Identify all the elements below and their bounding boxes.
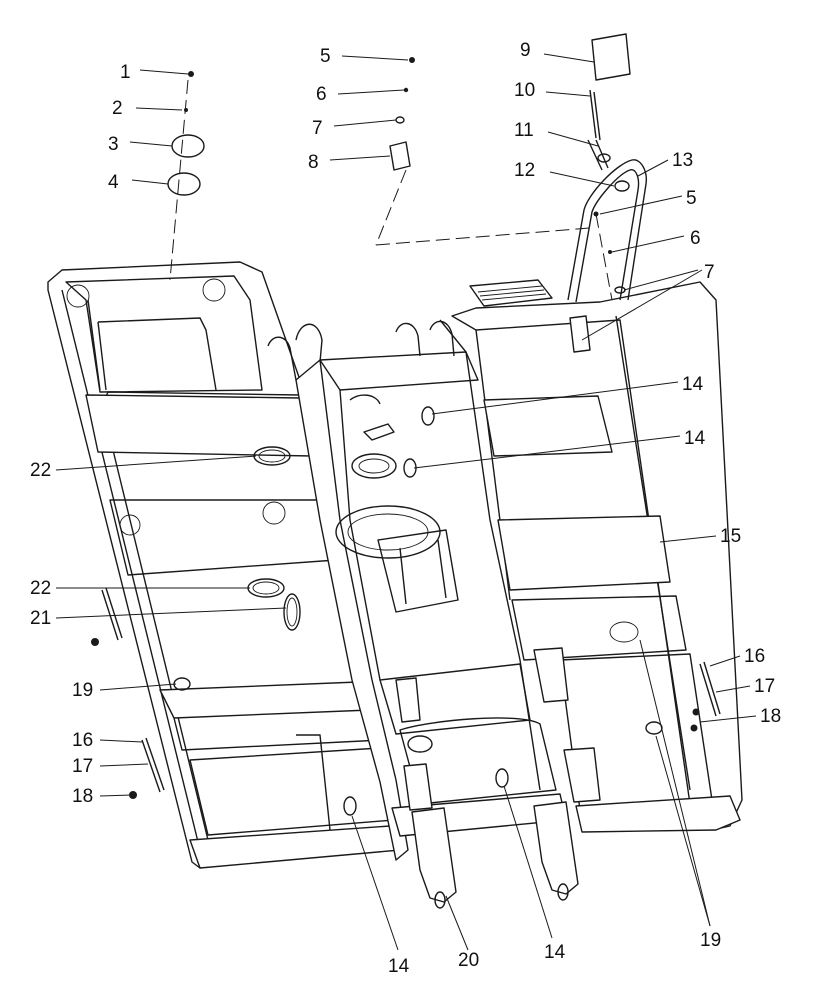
callout-7: 7 [704,262,715,283]
bracket-assembly [375,57,591,246]
callout-14: 14 [544,942,566,963]
callout-22: 22 [30,460,51,481]
callout-19: 19 [72,680,93,701]
callout-16: 16 [72,730,93,751]
callout-22: 22 [30,578,51,599]
callout-labels: 1 2 3 4 5 6 7 8 9 10 11 12 13 5 6 7 14 1… [30,40,781,977]
main-frame [47,261,743,909]
callout-20: 20 [458,950,479,971]
callout-16: 16 [744,646,765,667]
callout-17: 17 [72,756,93,777]
handrail-assembly [567,33,647,353]
callout-3: 3 [108,134,119,155]
callout-6: 6 [690,228,701,249]
callout-5: 5 [320,46,331,67]
callout-18: 18 [760,706,781,727]
callout-5: 5 [686,188,697,209]
callout-2: 2 [112,98,123,119]
leader-lines [55,53,757,951]
callout-17: 17 [754,676,775,697]
callout-12: 12 [514,160,535,181]
callout-15: 15 [720,526,741,547]
callout-14: 14 [684,428,706,449]
callout-11: 11 [514,120,534,141]
callout-19: 19 [700,930,721,951]
callout-7: 7 [312,118,323,139]
callout-14: 14 [388,956,410,977]
callout-6: 6 [316,84,327,105]
callout-4: 4 [108,172,119,193]
callout-1: 1 [120,62,131,83]
cover-plate-assembly [167,71,205,281]
callout-9: 9 [520,40,531,61]
callout-14: 14 [682,374,704,395]
callout-8: 8 [308,152,319,173]
callout-18: 18 [72,786,93,807]
callout-10: 10 [514,80,535,101]
side-handles [91,587,721,799]
callout-21: 21 [30,608,51,629]
callout-13: 13 [672,150,693,171]
